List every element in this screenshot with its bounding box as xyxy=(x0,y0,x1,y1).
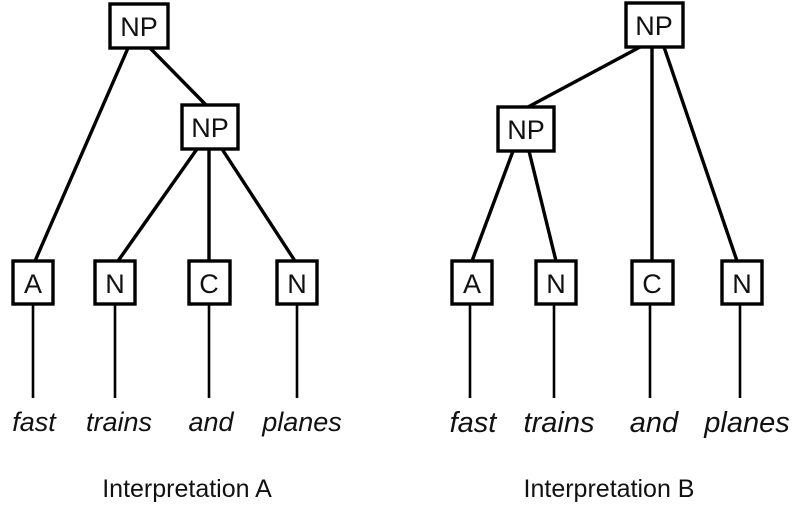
node-box-a-np-root xyxy=(108,2,170,50)
word-a-word-trains: trains xyxy=(86,407,152,437)
node-box-b-np-inner xyxy=(496,105,556,153)
node-label-a-np-root: NP xyxy=(120,12,158,42)
node-label-a-n2: N xyxy=(287,269,307,299)
node-label-b-n2: N xyxy=(732,269,752,299)
tree-edge-a-np-root-to-a-a xyxy=(33,47,130,262)
node-label-a-np-inner: NP xyxy=(191,113,229,143)
node-label-a-n1: N xyxy=(105,269,125,299)
caption-interpretation-a: Interpretation A xyxy=(102,475,272,503)
node-box-b-c xyxy=(630,259,675,306)
node-box-a-c xyxy=(187,259,232,306)
node-label-b-a: A xyxy=(463,269,481,299)
word-b-word-planes: planes xyxy=(703,407,789,439)
node-box-b-a xyxy=(450,259,494,306)
tree-edge-b-np-inner-to-b-n1 xyxy=(527,150,558,262)
word-a-word-planes: planes xyxy=(261,407,342,437)
tree-edge-a-np-inner-to-a-n1 xyxy=(116,148,199,262)
node-label-b-np-root: NP xyxy=(635,11,673,41)
node-box-a-a xyxy=(11,259,55,306)
tree-edge-a-np-inner-to-a-n2 xyxy=(220,148,297,262)
word-b-word-trains: trains xyxy=(524,407,595,439)
node-box-b-n1 xyxy=(534,259,578,306)
word-b-word-fast: fast xyxy=(450,407,499,439)
node-box-a-n1 xyxy=(93,259,137,306)
tree-edge-b-np-root-to-b-np-inner xyxy=(527,45,641,109)
word-a-word-and: and xyxy=(188,407,234,437)
node-label-a-c: C xyxy=(199,269,219,299)
word-a-word-fast: fast xyxy=(12,407,57,437)
node-box-b-np-root xyxy=(624,1,685,49)
tree-edge-b-np-inner-to-b-a xyxy=(470,150,515,262)
node-box-b-n2 xyxy=(720,259,764,306)
node-label-a-a: A xyxy=(24,269,42,299)
tree-edge-a-np-root-to-a-np-inner xyxy=(148,46,208,107)
word-b-word-and: and xyxy=(630,407,679,439)
node-label-b-np-inner: NP xyxy=(507,115,545,145)
caption-interpretation-b: Interpretation B xyxy=(524,475,695,503)
node-label-b-n1: N xyxy=(546,269,566,299)
tree-edge-b-np-root-to-b-n2 xyxy=(662,46,739,262)
node-box-a-n2 xyxy=(275,259,319,306)
node-label-b-c: C xyxy=(642,269,662,299)
node-box-a-np-inner xyxy=(180,103,240,151)
